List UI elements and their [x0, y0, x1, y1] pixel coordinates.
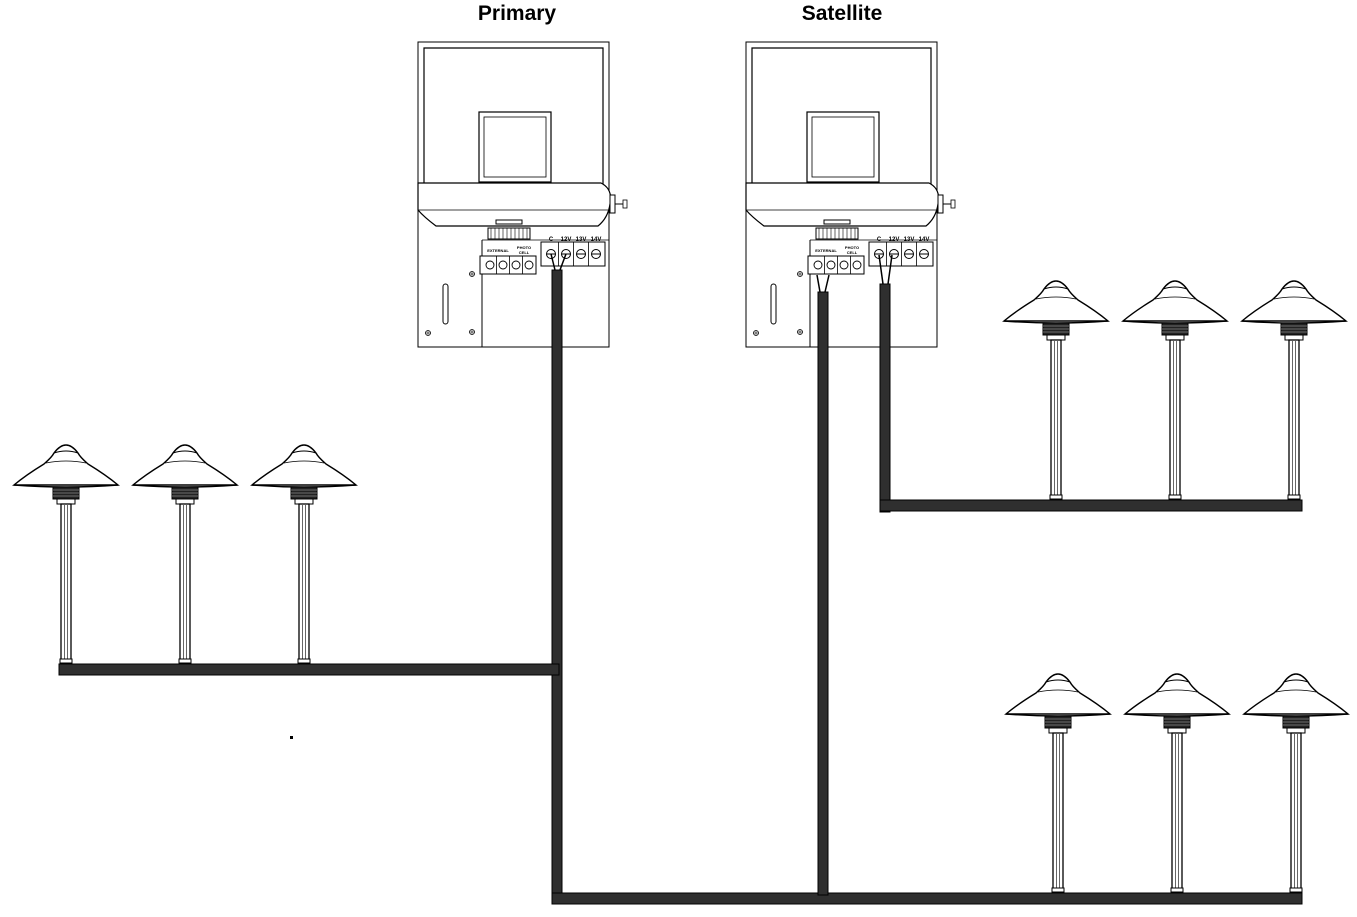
satellite-external-cable: [817, 291, 829, 896]
satellite-transformer-label: Satellite: [801, 2, 883, 25]
path-light-fixture: [1243, 673, 1349, 893]
left-light-group: [13, 444, 357, 664]
path-light-fixture: [1003, 280, 1109, 500]
photo-cell-label-line1: PHOTO: [845, 245, 859, 250]
terminal-12v-label: 12V: [561, 237, 572, 243]
stray-dot: [290, 736, 293, 739]
terminal-c-label: C: [877, 237, 882, 243]
terminal-c-label: C: [549, 237, 554, 243]
path-light-fixture: [1241, 280, 1347, 500]
path-light-fixture: [13, 444, 119, 664]
terminal-12v-label: 12V: [889, 237, 900, 243]
satellite-upper-cable: [879, 283, 891, 513]
satellite-transformer: C 12V 13V 14V EXTERNAL PHOTO CELL: [745, 41, 956, 348]
primary-main-cable: [551, 269, 563, 901]
external-label: EXTERNAL: [487, 248, 509, 253]
photo-cell-label-line2: CELL: [519, 250, 530, 255]
photo-cell-label-line1: PHOTO: [517, 245, 531, 250]
wiring: [58, 253, 1303, 905]
terminal-14v-label: 14V: [591, 237, 602, 243]
primary-transformer-label: Primary: [477, 2, 557, 25]
terminal-13v-label: 13V: [904, 237, 915, 243]
path-light-fixture: [1005, 673, 1111, 893]
primary-transformer: C 12V 13V 14V EXTERNAL PHOTO CELL: [417, 41, 628, 348]
bottom-run: [551, 892, 1303, 905]
terminal-13v-label: 13V: [576, 237, 587, 243]
upper-right-light-group: [1003, 280, 1347, 500]
photo-cell-label-line2: CELL: [847, 250, 858, 255]
path-light-fixture: [1124, 673, 1230, 893]
terminal-14v-label: 14V: [919, 237, 930, 243]
path-light-fixture: [1122, 280, 1228, 500]
path-light-fixture: [251, 444, 357, 664]
external-label: EXTERNAL: [815, 248, 837, 253]
primary-left-run: [58, 663, 560, 676]
satellite-upper-run: [879, 499, 1303, 512]
lower-right-light-group: [1005, 673, 1349, 893]
path-light-fixture: [132, 444, 238, 664]
